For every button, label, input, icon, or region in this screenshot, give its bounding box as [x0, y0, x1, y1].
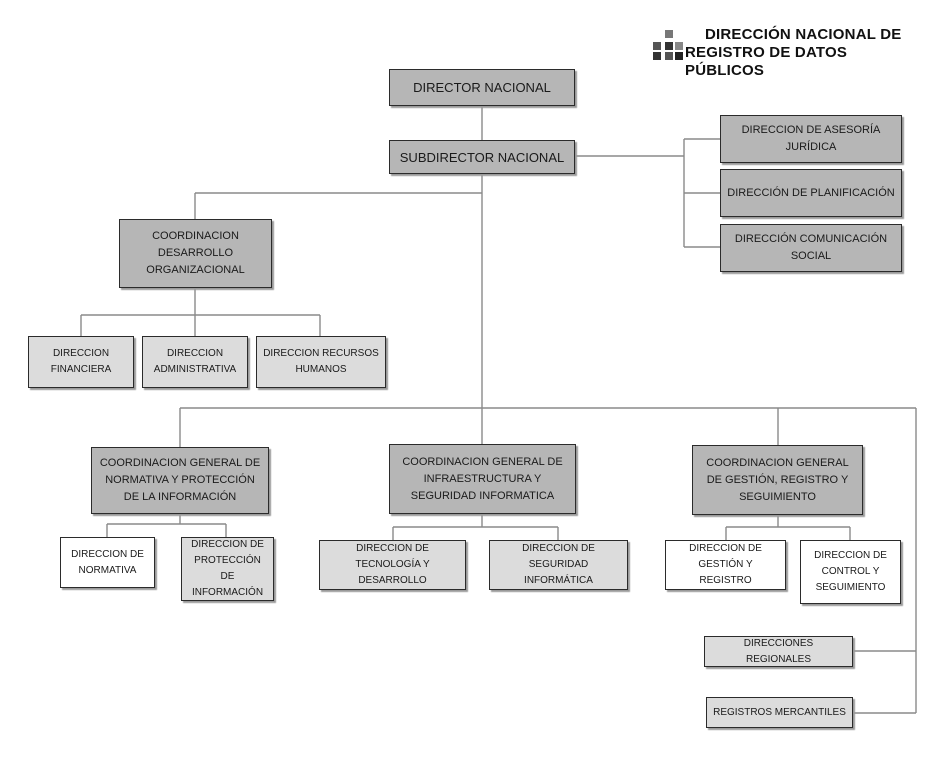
box-comunicacion-social: DIRECCIÓN COMUNICACIÓN SOCIAL [720, 224, 902, 272]
logo-line-2: REGISTRO DE DATOS PÚBLICOS [685, 44, 848, 79]
box-direccion-financiera: DIRECCION FINANCIERA [28, 336, 134, 388]
box-director-nacional: DIRECTOR NACIONAL [389, 69, 575, 106]
box-direccion-tecnologia: DIRECCION DE TECNOLOGÍA Y DESARROLLO [319, 540, 466, 590]
box-direccion-seguridad: DIRECCION DE SEGURIDAD INFORMÁTICA [489, 540, 628, 590]
box-direccion-administrativa: DIRECCION ADMINISTRATIVA [142, 336, 248, 388]
logo-line-1: DIRECCIÓN NACIONAL DE [705, 26, 902, 43]
box-direccion-proteccion: DIRECCION DE PROTECCIÓN DE INFORMACIÓN [181, 537, 274, 601]
logo-squares-icon [653, 30, 683, 62]
logo-title: DIRECCIÓN NACIONAL DE REGISTRO DE DATOS … [685, 26, 915, 80]
box-coordinacion-normativa: COORDINACION GENERAL DE NORMATIVA Y PROT… [91, 447, 269, 514]
box-coordinacion-infraestructura: COORDINACION GENERAL DE INFRAESTRUCTURA … [389, 444, 576, 514]
box-planificacion: DIRECCIÓN DE PLANIFICACIÓN [720, 169, 902, 217]
box-direccion-gestion: DIRECCION DE GESTIÓN Y REGISTRO [665, 540, 786, 590]
institution-logo: DIRECCIÓN NACIONAL DE REGISTRO DE DATOS … [651, 24, 911, 79]
box-coordinacion-desarrollo: COORDINACION DESARROLLO ORGANIZACIONAL [119, 219, 272, 288]
box-subdirector-nacional: SUBDIRECTOR NACIONAL [389, 140, 575, 174]
box-direccion-recursos-humanos: DIRECCION RECURSOS HUMANOS [256, 336, 386, 388]
box-direccion-normativa: DIRECCION DE NORMATIVA [60, 537, 155, 588]
box-registros-mercantiles: REGISTROS MERCANTILES [706, 697, 853, 728]
box-direccion-control: DIRECCION DE CONTROL Y SEGUIMIENTO [800, 540, 901, 604]
box-coordinacion-gestion: COORDINACION GENERAL DE GESTIÓN, REGISTR… [692, 445, 863, 515]
box-asesoria-juridica: DIRECCION DE ASESORÍA JURÍDICA [720, 115, 902, 163]
box-direcciones-regionales: DIRECCIONES REGIONALES [704, 636, 853, 667]
